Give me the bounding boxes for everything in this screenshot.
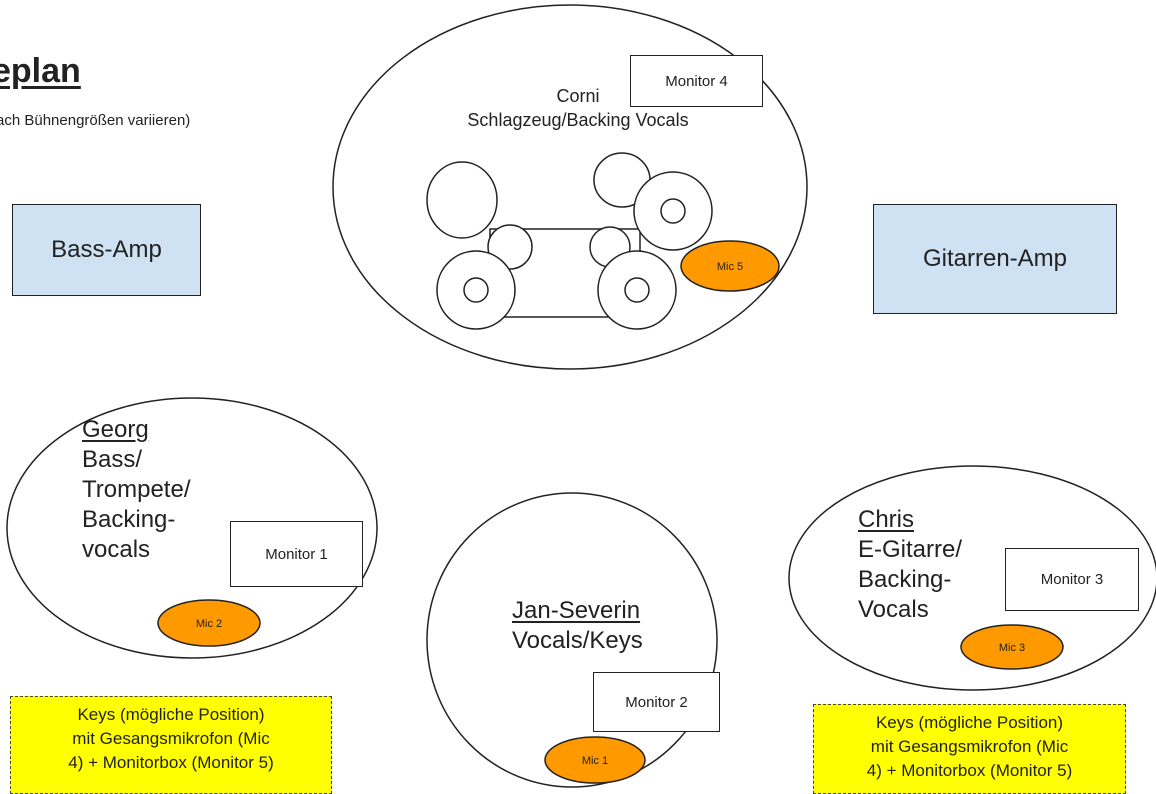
cymbal-top-bell — [660, 198, 686, 224]
drum-kit — [426, 152, 713, 330]
drummer-role: Schlagzeug/Backing Vocals — [467, 110, 689, 130]
keys-left-line: mit Gesangsmikrofon (Mic — [72, 729, 270, 748]
georg-role-line: Bass/ — [82, 446, 143, 473]
jan-label: Jan-Severin Vocals/Keys — [512, 596, 643, 656]
georg-role-line: Backing- — [82, 506, 176, 533]
georg-area — [6, 397, 378, 659]
georg-name: Georg — [82, 416, 149, 443]
chris-label: Chris E-Gitarre/ Backing- Vocals — [858, 505, 962, 625]
georg-role-line: Trompete/ — [82, 476, 191, 503]
chris-role-line: Backing- — [858, 566, 952, 593]
mic-3-label: Mic 3 — [999, 642, 1025, 654]
keys-position-right: Keys (mögliche Position) mit Gesangsmikr… — [813, 704, 1126, 794]
monitor-4: Monitor 4 — [630, 55, 763, 107]
keys-position-left: Keys (mögliche Position) mit Gesangsmikr… — [10, 696, 332, 794]
monitor-1: Monitor 1 — [230, 521, 363, 587]
georg-role-line: vocals — [82, 536, 151, 563]
keys-right-line: Keys (mögliche Position) — [875, 713, 1064, 732]
mic-1-label: Mic 1 — [582, 755, 608, 767]
mic-5-label: Mic 5 — [717, 261, 743, 273]
bass-amp: Bass-Amp — [12, 204, 201, 296]
chris-role-line: Vocals — [858, 596, 929, 623]
monitor-2: Monitor 2 — [593, 672, 720, 732]
keys-left-line: Keys (mögliche Position) — [77, 705, 265, 724]
chris-area — [788, 465, 1156, 691]
mic-2 — [157, 599, 261, 647]
monitor-3: Monitor 3 — [1005, 548, 1139, 611]
georg-label: Georg Bass/ Trompete/ Backing- vocals — [82, 415, 190, 565]
mic-1 — [544, 736, 646, 784]
chris-name: Chris — [858, 506, 915, 533]
page-subtitle: ach Bühnengrößen variieren) — [0, 112, 191, 129]
guitar-amp: Gitarren-Amp — [873, 204, 1117, 314]
keys-right-line: mit Gesangsmikrofon (Mic — [870, 737, 1069, 756]
cymbal-right-bell — [624, 277, 650, 303]
floor-tom-left — [426, 161, 498, 239]
mic-5 — [680, 240, 780, 292]
chris-role-line: E-Gitarre/ — [858, 536, 963, 563]
keys-right-line: 4) + Monitorbox (Monitor 5) — [866, 761, 1073, 780]
drummer-name: Corni — [556, 86, 600, 106]
jan-name: Jan-Severin — [512, 597, 641, 624]
drummer-caption: Corni Schlagzeug/Backing Vocals — [428, 84, 728, 132]
mic-3 — [960, 624, 1064, 670]
jan-role-line: Vocals/Keys — [512, 627, 643, 654]
keys-left-line: 4) + Monitorbox (Monitor 5) — [68, 753, 274, 772]
cymbal-left-bell — [463, 277, 489, 303]
mic-2-label: Mic 2 — [196, 618, 222, 630]
page-title: eplan — [0, 52, 81, 90]
